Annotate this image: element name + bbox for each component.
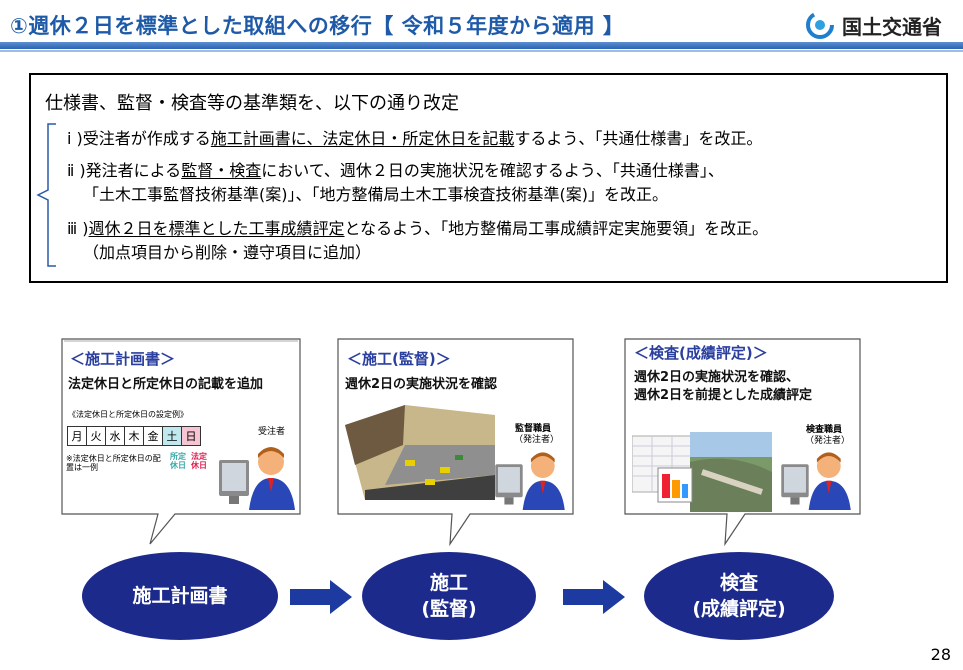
flow-step-sublabel: (成績評定): [692, 598, 786, 620]
day-tue: 火: [86, 426, 106, 446]
mlit-logo-icon: [806, 11, 834, 39]
inspection-images: [632, 432, 772, 512]
panel-3-subtitle-1: 週休2日の実施状況を確認、: [634, 370, 800, 385]
panel-3-subtitle-2: 週休2日を前提とした成績評定: [634, 388, 813, 403]
rule-prefix: ⅲ ): [67, 219, 89, 238]
rules-box: 仕様書、監督・検査等の基準類を、以下の通り改定 ⅰ )受注者が作成する施工計画書…: [29, 73, 948, 283]
ministry-logo: 国土交通省: [806, 10, 942, 40]
day-table-caption: 《法定休日と所定休日の設定例》: [68, 410, 188, 419]
arrow-right-icon: [290, 580, 352, 614]
rule-emphasis: 週休２日を標準とした工事成績評定: [88, 219, 345, 238]
person-sub-inspector: （発注者）: [805, 436, 851, 446]
rule-prefix: ⅱ ): [67, 161, 86, 180]
day-sun: 日: [181, 426, 201, 446]
panel-2-subtitle: 週休2日の実施状況を確認: [345, 377, 498, 392]
sun-label: 法定休日: [191, 452, 207, 470]
page-title: ①週休２日を標準とした取組への移行【 令和５年度から適用 】: [10, 14, 625, 38]
person-sub-supervisor: （発注者）: [514, 435, 560, 445]
panel-1-title: ＜施工計画書＞: [70, 350, 176, 368]
rule-emphasis: 監督・検査: [181, 161, 262, 180]
rule-text: 受注者が作成する: [82, 129, 211, 148]
construction-site-image: [345, 405, 495, 500]
day-table-note: ※法定休日と所定休日の配置は一例: [66, 454, 161, 472]
day-table: 月 火 水 木 金 土 日: [67, 426, 201, 446]
rule-item-2-cont: 「土木工事監督技術基準(案)」、「地方整備局土木工事検査技術基準(案)」を改正。: [83, 185, 668, 204]
header-bar: [0, 42, 963, 49]
person-at-computer-icon: [495, 452, 565, 510]
person-at-computer-icon: [781, 452, 851, 510]
day-sat: 土: [162, 426, 182, 446]
flow-step-plan: 施工計画書: [82, 552, 278, 640]
rule-text: 発注者による: [85, 161, 182, 180]
panel-3-title: ＜検査(成績評定)＞: [634, 344, 768, 362]
header-divider: [0, 50, 963, 52]
day-mon: 月: [67, 426, 87, 446]
rule-item-3-cont: （加点項目から削除・遵守項目に追加）: [83, 243, 372, 262]
flow-step-label: 検査: [719, 572, 758, 594]
flow-step-inspection: 検査 (成績評定): [644, 552, 834, 640]
person-label-contractor: 受注者: [258, 427, 286, 437]
rule-item-1: ⅰ )受注者が作成する施工計画書に、法定休日・所定休日を記載するよう、「共通仕様…: [67, 127, 762, 150]
person-at-computer-icon: [219, 447, 295, 510]
rule-item-2: ⅱ )発注者による監督・検査において、週休２日の実施状況を確認するよう、「共通仕…: [67, 159, 724, 182]
sat-label: 所定休日: [170, 452, 186, 470]
rule-text: において、週休２日の実施状況を確認するよう、「共通仕様書」、: [261, 161, 724, 180]
panel-2-title: ＜施工(監督)＞: [347, 350, 451, 368]
rule-prefix: ⅰ ): [67, 129, 83, 148]
flow-step-sublabel: (監督): [421, 598, 477, 620]
rule-text: となるよう、「地方整備局工事成績評定実施要領」を改正。: [344, 219, 769, 238]
panel-1-subtitle: 法定休日と所定休日の記載を追加: [68, 377, 264, 392]
arrow-right-icon: [563, 580, 625, 614]
flow-step-label: 施工: [429, 572, 468, 594]
person-label-supervisor: 監督職員: [515, 424, 552, 434]
flow-step-supervision: 施工 (監督): [362, 552, 536, 640]
flow-step-label: 施工計画書: [132, 585, 228, 607]
left-brace-icon: [36, 123, 56, 267]
person-label-inspector: 検査職員: [806, 425, 843, 435]
rule-emphasis: 施工計画書に、法定休日・所定休日を記載: [210, 129, 515, 148]
ministry-name: 国土交通省: [842, 14, 942, 39]
rule-text: するよう、「共通仕様書」を改正。: [514, 129, 763, 148]
rules-heading: 仕様書、監督・検査等の基準類を、以下の通り改定: [45, 93, 459, 114]
rule-item-3: ⅲ )週休２日を標準とした工事成績評定となるよう、「地方整備局工事成績評定実施要…: [67, 217, 768, 240]
day-wed: 水: [105, 426, 125, 446]
day-thu: 木: [124, 426, 144, 446]
page-number: 28: [930, 645, 951, 664]
day-fri: 金: [143, 426, 163, 446]
